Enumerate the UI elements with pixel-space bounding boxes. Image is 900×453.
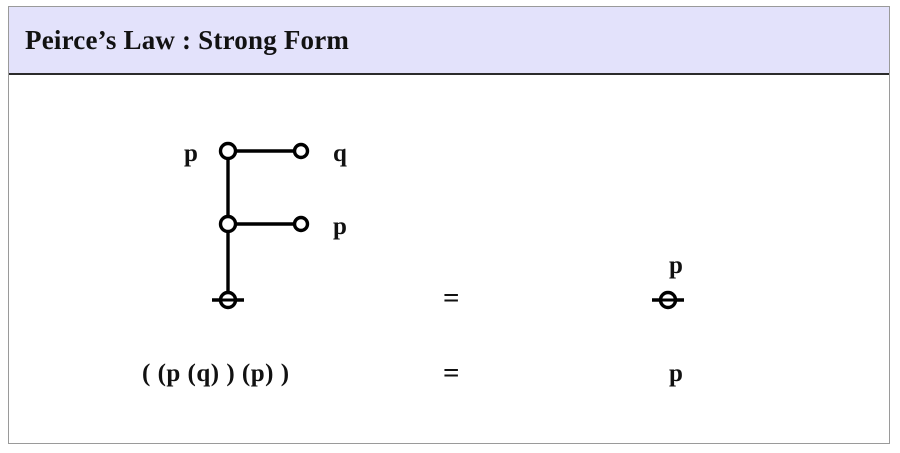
node-top-right (292, 142, 310, 160)
label-mid-right-p: p (333, 213, 347, 240)
node-top-left (218, 141, 238, 161)
diagram-canvas: p q p p = ( (p (q) ) (p) ) = p (9, 75, 889, 443)
logical-graph-svg (212, 141, 684, 310)
left-graph (212, 141, 310, 310)
content-frame: Peirce’s Law : Strong Form (8, 6, 890, 444)
right-graph (652, 290, 684, 310)
label-top-right-q: q (333, 140, 347, 167)
title-bar: Peirce’s Law : Strong Form (9, 7, 889, 75)
label-right-root-p: p (669, 252, 683, 279)
equals-sign-text: = (443, 357, 460, 389)
label-top-left-p: p (184, 140, 198, 167)
equals-sign-graph: = (443, 282, 460, 314)
node-mid-right (292, 215, 310, 233)
page-title: Peirce’s Law : Strong Form (25, 25, 350, 55)
node-mid-left (218, 214, 238, 234)
expression-left: ( (p (q) ) (p) ) (142, 360, 290, 387)
expression-right: p (669, 360, 684, 387)
